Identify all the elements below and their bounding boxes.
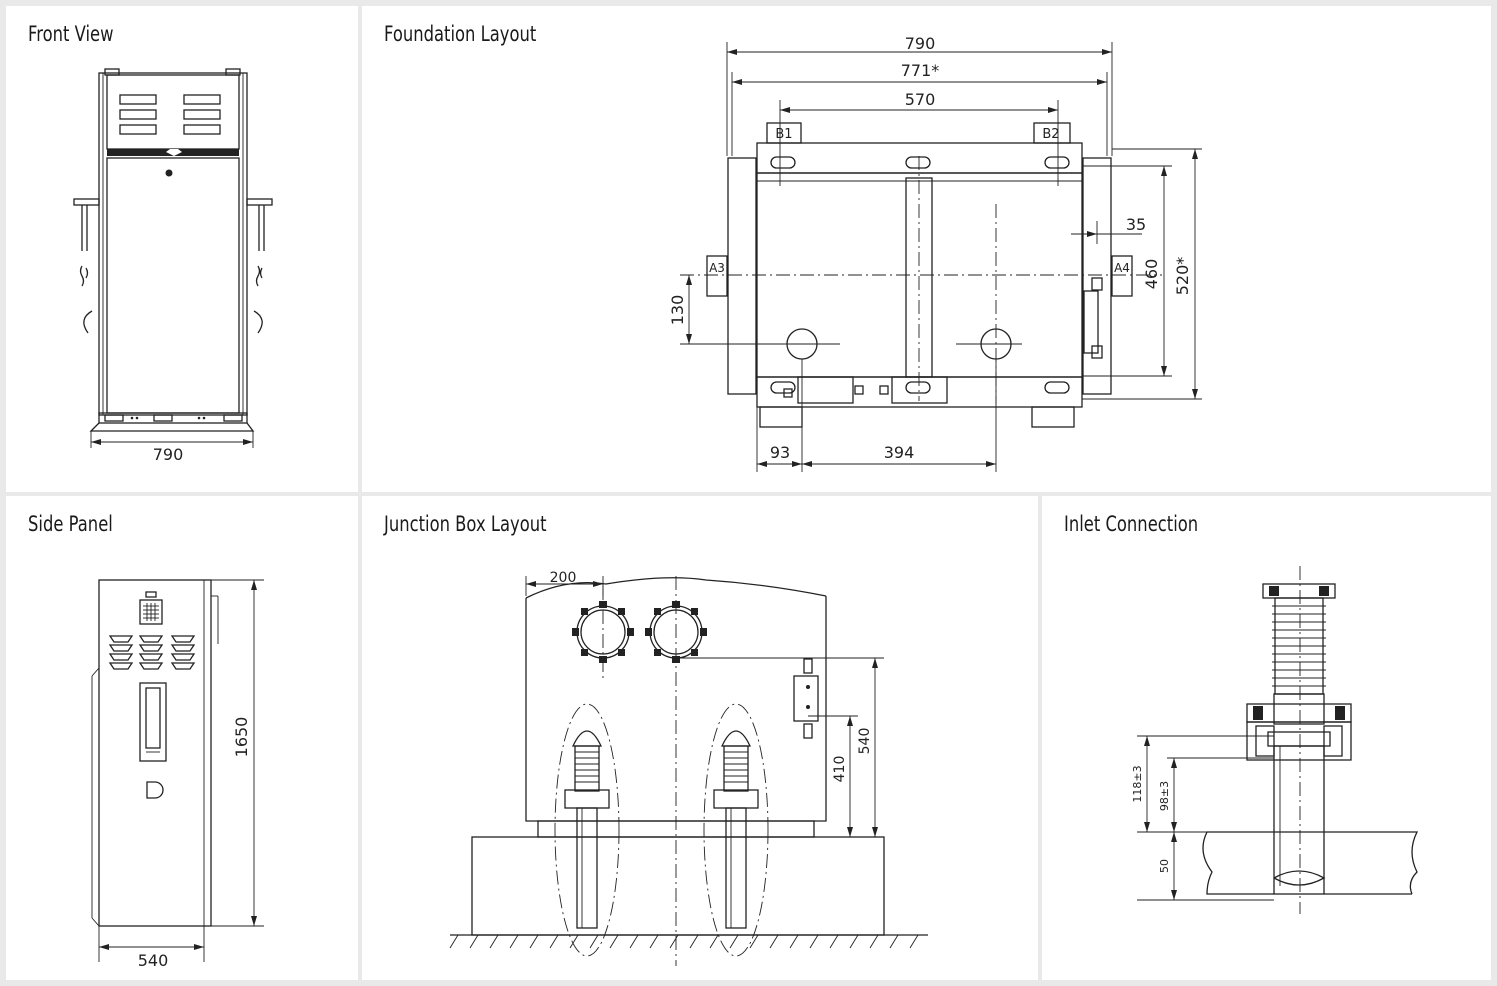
foundation-layout-panel: Foundation Layout 790 771* 570 B1 B2 (362, 6, 1491, 492)
foundation-layout-drawing: 790 771* 570 B1 B2 (668, 34, 1202, 472)
side-vents (108, 635, 196, 670)
junction-box-layout-drawing: 200 540 410 (449, 570, 928, 966)
dim-570: 570 (905, 90, 936, 109)
dim-50: 50 (1158, 859, 1171, 873)
dim-93: 93 (770, 443, 790, 462)
side-height-dimension: 1650 (232, 717, 251, 758)
dim-118: 118±3 (1131, 765, 1144, 802)
dim-130: 130 (668, 295, 687, 326)
label-b1: B1 (775, 127, 792, 142)
label-a4: A4 (1114, 261, 1130, 275)
dim-520: 520* (1173, 257, 1192, 296)
side-width-dimension: 540 (138, 951, 169, 970)
dim-460: 460 (1142, 259, 1161, 290)
front-view-drawing: 790 (73, 68, 273, 464)
dim-790: 790 (905, 34, 936, 53)
label-a3: A3 (709, 261, 725, 275)
inlet-connection-title: Inlet Connection (1064, 512, 1199, 536)
junction-box-layout-panel: Junction Box Layout (362, 496, 1038, 980)
front-view-title: Front View (28, 22, 114, 46)
front-view-panel: Front View (6, 6, 358, 492)
label-b2: B2 (1042, 127, 1059, 142)
dim-200: 200 (550, 570, 577, 586)
side-panel-drawing: 1650 540 (91, 579, 264, 970)
foundation-layout-title: Foundation Layout (384, 22, 537, 46)
ground-hatch (449, 934, 919, 949)
front-width-dimension: 790 (153, 445, 184, 464)
side-panel-title: Side Panel (28, 512, 113, 536)
dim-35: 35 (1126, 215, 1146, 234)
inlet-connection-panel: Inlet Connection (1042, 496, 1491, 980)
dim-540: 540 (857, 728, 873, 755)
dim-394: 394 (884, 443, 915, 462)
junction-box-layout-title: Junction Box Layout (384, 512, 547, 536)
side-panel-panel: Side Panel 1650 (6, 496, 358, 980)
dim-98: 98±3 (1158, 781, 1171, 811)
inlet-bellows (1272, 605, 1326, 687)
dim-771: 771* (901, 61, 940, 80)
inlet-connection-drawing: 118±3 98±3 50 (1131, 566, 1419, 914)
dim-410: 410 (832, 756, 848, 783)
